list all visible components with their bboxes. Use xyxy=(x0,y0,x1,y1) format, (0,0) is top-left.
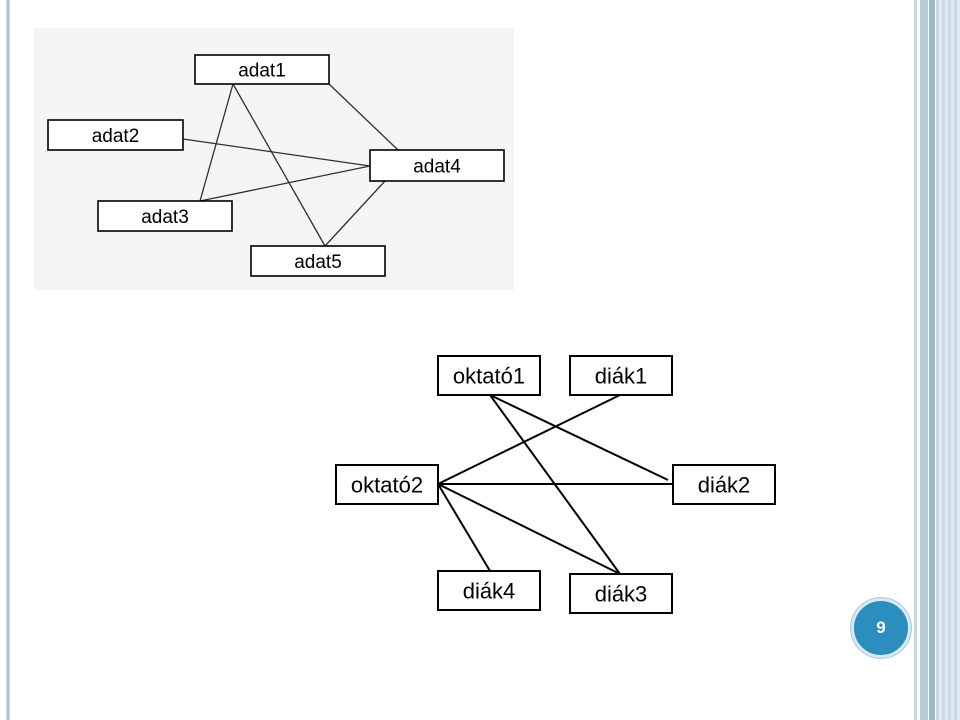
right-decorative-band xyxy=(920,0,928,720)
bottom-diagram-node: diák3 xyxy=(569,573,673,614)
top-diagram-nodes: adat1 adat2 adat3 adat4 adat5 xyxy=(47,54,505,277)
bottom-diagram-node-box xyxy=(437,570,541,611)
bottom-diagram-node-box xyxy=(569,355,673,396)
top-diagram-edge xyxy=(182,138,371,167)
bottom-diagram-node: diák2 xyxy=(672,464,776,505)
bottom-diagram-edge xyxy=(437,483,621,575)
top-diagram-node-box xyxy=(194,54,330,85)
bottom-diagram-node-label: diák3 xyxy=(595,581,648,606)
top-diagram-node-label: adat3 xyxy=(141,207,189,228)
bottom-diagram-nodes: oktató1 diák1 oktató2 diák2 diák4 diák3 xyxy=(335,355,776,614)
top-diagram-node-box xyxy=(47,119,184,151)
top-diagram-node-label: adat5 xyxy=(294,252,342,273)
left-decorative-rule xyxy=(6,0,10,720)
top-diagram-edge xyxy=(324,180,386,247)
bottom-diagram-node: diák1 xyxy=(569,355,673,396)
bottom-diagram-edge xyxy=(489,394,669,481)
bottom-diagram-node-box xyxy=(569,573,673,614)
top-diagram-node-label: adat2 xyxy=(92,126,140,147)
bottom-diagram-edge xyxy=(437,394,621,485)
bottom-diagram-node: oktató2 xyxy=(335,464,439,505)
top-diagram-node: adat3 xyxy=(97,200,233,232)
bottom-diagram-node-label: diák2 xyxy=(698,472,751,497)
bottom-diagram-node-box xyxy=(335,464,439,505)
bottom-diagram-node-label: diák1 xyxy=(595,363,648,388)
bottom-diagram-edges xyxy=(437,394,673,575)
bottom-diagram-node-box xyxy=(437,355,541,396)
top-diagram-node-label: adat1 xyxy=(238,60,286,81)
top-diagram-edge xyxy=(232,83,326,247)
right-decorative-band xyxy=(914,0,917,720)
page-number: 9 xyxy=(876,618,886,637)
page-number-badge: 9 xyxy=(851,598,911,658)
top-diagram-node-box xyxy=(97,200,233,232)
bottom-diagram-node: diák4 xyxy=(437,570,541,611)
top-diagram-node-box xyxy=(369,149,505,182)
right-decorative-band xyxy=(936,0,960,720)
top-diagram-node: adat5 xyxy=(250,245,386,277)
top-diagram-edge xyxy=(328,83,399,151)
top-diagram-edge xyxy=(199,83,234,202)
bottom-diagram-node-label: oktató1 xyxy=(453,363,525,388)
top-diagram-edge xyxy=(199,165,371,202)
bottom-diagram-node-label: oktató2 xyxy=(351,472,423,497)
top-diagram-node: adat2 xyxy=(47,119,184,151)
top-diagram-node-box xyxy=(250,245,386,277)
top-diagram-node: adat4 xyxy=(369,149,505,182)
bottom-diagram-node: oktató1 xyxy=(437,355,541,396)
bottom-diagram-edge xyxy=(437,483,491,572)
right-decorative-band xyxy=(929,0,935,720)
top-diagram-edges xyxy=(182,83,399,247)
bottom-diagram-node-box xyxy=(672,464,776,505)
top-diagram-node: adat1 xyxy=(194,54,330,85)
top-diagram-node-label: adat4 xyxy=(413,156,461,177)
bottom-diagram-node-label: diák4 xyxy=(463,578,516,603)
